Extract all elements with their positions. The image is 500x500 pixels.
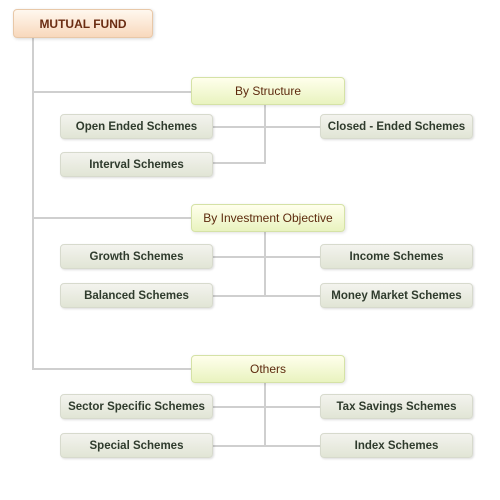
structure-interval-connector — [213, 162, 266, 164]
special-schemes-box: Special Schemes — [60, 433, 213, 458]
by-investment-objective-box: By Investment Objective — [191, 204, 345, 232]
objective-balanced-money-market-connector — [213, 295, 320, 297]
closed-ended-schemes-label: Closed - Ended Schemes — [327, 120, 466, 133]
others-label: Others — [249, 362, 286, 376]
others-box: Others — [191, 355, 345, 383]
sector-specific-schemes-label: Sector Specific Schemes — [68, 400, 205, 413]
sector-specific-schemes-box: Sector Specific Schemes — [60, 394, 213, 419]
by-structure-box: By Structure — [191, 77, 345, 105]
special-schemes-label: Special Schemes — [89, 439, 184, 452]
objective-branch-connector — [32, 217, 191, 219]
mutual-fund-root-label: MUTUAL FUND — [39, 16, 127, 31]
root-trunk-connector — [32, 38, 34, 370]
tax-savings-schemes-label: Tax Savings Schemes — [336, 400, 457, 413]
income-schemes-box: Income Schemes — [320, 244, 473, 269]
money-market-schemes-box: Money Market Schemes — [320, 283, 473, 308]
structure-branch-connector — [32, 91, 191, 93]
structure-stem-connector — [264, 105, 266, 163]
closed-ended-schemes-box: Closed - Ended Schemes — [320, 114, 473, 139]
structure-closed-ended-connector — [266, 126, 320, 128]
objective-stem-connector — [264, 231, 266, 296]
others-sector-tax-connector — [213, 406, 320, 408]
balanced-schemes-box: Balanced Schemes — [60, 283, 213, 308]
growth-schemes-box: Growth Schemes — [60, 244, 213, 269]
interval-schemes-label: Interval Schemes — [89, 158, 184, 171]
others-stem-connector — [264, 382, 266, 445]
balanced-schemes-label: Balanced Schemes — [84, 289, 189, 302]
interval-schemes-box: Interval Schemes — [60, 152, 213, 177]
by-structure-label: By Structure — [234, 84, 302, 98]
growth-schemes-label: Growth Schemes — [89, 250, 184, 263]
income-schemes-label: Income Schemes — [349, 250, 444, 263]
others-special-index-connector — [213, 445, 320, 447]
others-branch-connector — [32, 368, 191, 370]
by-investment-objective-label: By Investment Objective — [203, 211, 333, 225]
money-market-schemes-label: Money Market Schemes — [331, 289, 462, 302]
open-ended-schemes-label: Open Ended Schemes — [75, 120, 198, 133]
index-schemes-box: Index Schemes — [320, 433, 473, 458]
objective-growth-income-connector — [213, 256, 320, 258]
open-ended-schemes-box: Open Ended Schemes — [60, 114, 213, 139]
structure-open-ended-connector — [213, 126, 264, 128]
tax-savings-schemes-box: Tax Savings Schemes — [320, 394, 473, 419]
mutual-fund-root-box: MUTUAL FUND — [13, 9, 153, 38]
index-schemes-label: Index Schemes — [354, 439, 439, 452]
